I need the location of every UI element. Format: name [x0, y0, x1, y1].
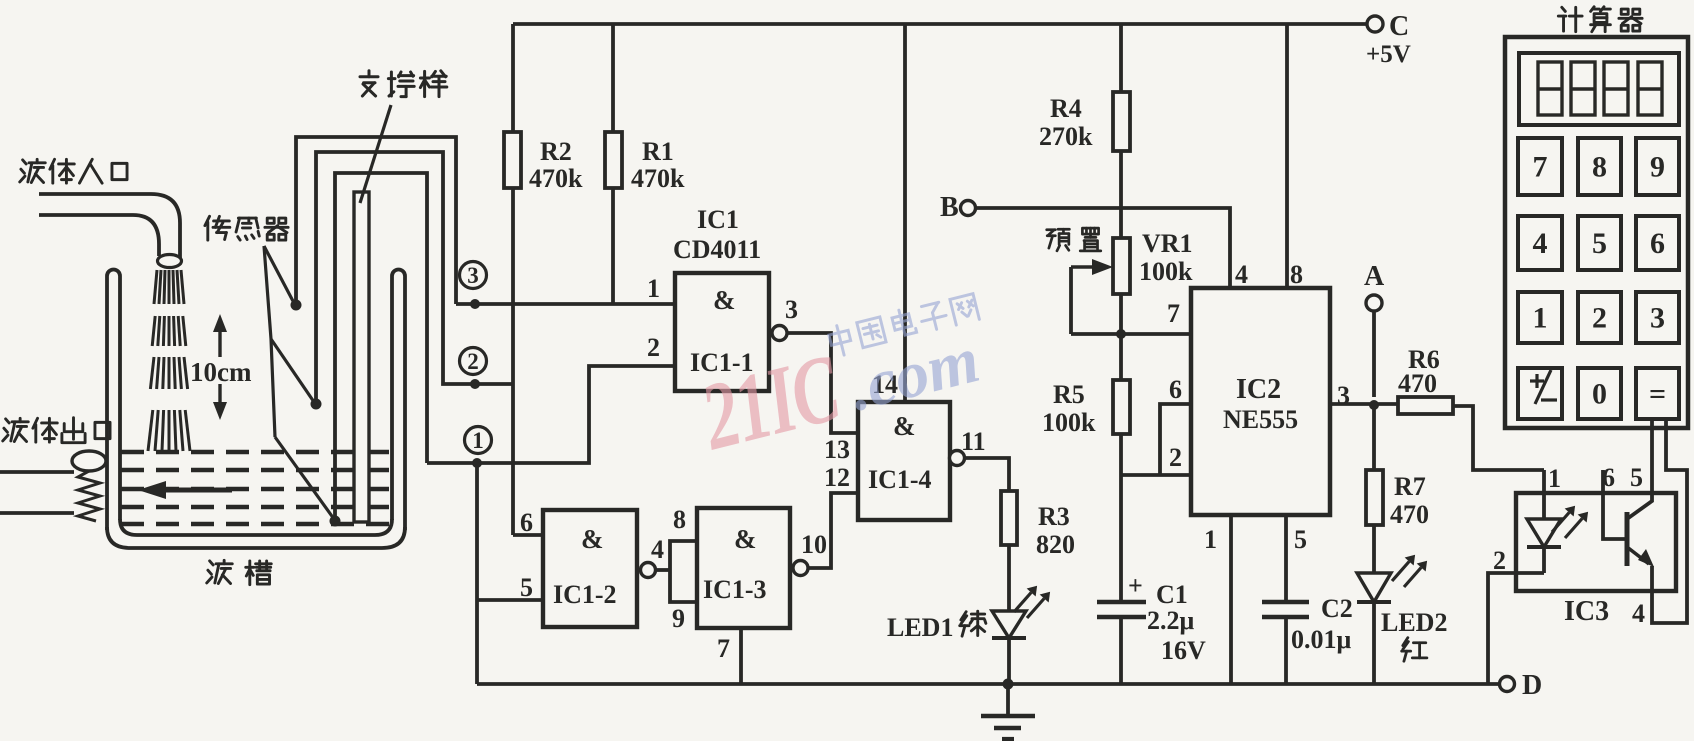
svg-text:2: 2	[1169, 443, 1182, 472]
svg-text:470k: 470k	[529, 164, 583, 193]
svg-text:100k: 100k	[1042, 408, 1096, 437]
svg-text:IC3: IC3	[1564, 596, 1609, 627]
svg-text:R1: R1	[642, 137, 674, 166]
svg-text:CD4011: CD4011	[673, 235, 761, 264]
svg-text:C1: C1	[1156, 580, 1188, 609]
svg-text:14: 14	[872, 370, 898, 399]
svg-text:6: 6	[1650, 227, 1665, 260]
svg-text:+: +	[1128, 571, 1143, 600]
svg-text:7: 7	[1167, 299, 1180, 328]
svg-text:R6: R6	[1408, 345, 1440, 374]
svg-text:13: 13	[824, 435, 850, 464]
svg-text:5: 5	[1294, 525, 1307, 554]
svg-text:IC1-2: IC1-2	[553, 580, 617, 609]
svg-text:D: D	[1522, 670, 1542, 701]
svg-text:&: &	[893, 411, 916, 441]
svg-text:C2: C2	[1321, 594, 1353, 623]
svg-text:8: 8	[1592, 151, 1607, 184]
svg-text:B: B	[940, 192, 959, 223]
svg-text:1: 1	[1204, 525, 1217, 554]
svg-text:=: =	[1649, 378, 1666, 411]
svg-text:1: 1	[1548, 464, 1561, 493]
svg-text:LED1: LED1	[887, 613, 953, 642]
svg-text:100k: 100k	[1139, 257, 1193, 286]
svg-text:VR1: VR1	[1142, 229, 1193, 258]
svg-text:2: 2	[1493, 546, 1506, 575]
svg-text:R4: R4	[1050, 94, 1082, 123]
svg-text:4: 4	[651, 535, 664, 564]
svg-text:A: A	[1364, 261, 1385, 292]
svg-text:10: 10	[801, 530, 827, 559]
svg-text:2: 2	[1592, 302, 1607, 335]
svg-text:470k: 470k	[631, 164, 685, 193]
svg-text:6: 6	[520, 508, 533, 537]
svg-text:9: 9	[672, 604, 685, 633]
svg-text:IC1-1: IC1-1	[690, 348, 754, 377]
svg-text:9: 9	[1650, 151, 1665, 184]
svg-text:820: 820	[1036, 530, 1075, 559]
svg-text:R7: R7	[1394, 472, 1426, 501]
svg-text:3: 3	[1650, 302, 1665, 335]
svg-text:470: 470	[1390, 500, 1429, 529]
svg-text:3: 3	[467, 263, 479, 288]
svg-text:4: 4	[1235, 260, 1248, 289]
svg-text:R5: R5	[1053, 380, 1085, 409]
svg-text:R3: R3	[1038, 502, 1070, 531]
svg-text:2: 2	[647, 333, 660, 362]
svg-text:IC1-4: IC1-4	[868, 465, 932, 494]
svg-text:8: 8	[1290, 260, 1303, 289]
svg-text:0: 0	[1592, 378, 1607, 411]
svg-text:&: &	[581, 524, 604, 554]
svg-text:7: 7	[717, 634, 730, 663]
svg-text:LED2: LED2	[1381, 608, 1447, 637]
svg-text:IC2: IC2	[1236, 374, 1281, 405]
svg-text:R2: R2	[540, 137, 572, 166]
svg-text:12: 12	[824, 463, 850, 492]
svg-text:0.01μ: 0.01μ	[1291, 625, 1352, 654]
svg-text:3: 3	[785, 295, 798, 324]
svg-text:7: 7	[1533, 151, 1548, 184]
svg-text:2: 2	[467, 349, 479, 374]
svg-text:6: 6	[1169, 375, 1182, 404]
svg-text:4: 4	[1533, 227, 1548, 260]
svg-text:IC1: IC1	[697, 205, 739, 234]
svg-text:270k: 270k	[1039, 122, 1093, 151]
svg-text:470: 470	[1398, 369, 1437, 398]
svg-text:IC1-3: IC1-3	[703, 575, 767, 604]
svg-text:2.2μ: 2.2μ	[1147, 606, 1195, 635]
svg-text:C: C	[1389, 11, 1409, 42]
svg-text:8: 8	[673, 505, 686, 534]
svg-text:5: 5	[520, 573, 533, 602]
svg-text:16V: 16V	[1161, 636, 1206, 665]
svg-text:5: 5	[1592, 227, 1607, 260]
svg-text:&: &	[713, 285, 736, 315]
svg-text:11: 11	[961, 427, 986, 456]
svg-text:1: 1	[472, 428, 484, 453]
svg-text:1: 1	[1533, 302, 1548, 335]
svg-text:6: 6	[1602, 463, 1615, 492]
svg-text:10cm: 10cm	[190, 357, 252, 387]
svg-text:&: &	[734, 524, 757, 554]
svg-text:+5V: +5V	[1366, 41, 1411, 68]
svg-text:4: 4	[1632, 599, 1645, 628]
svg-text:5: 5	[1630, 463, 1643, 492]
svg-text:NE555: NE555	[1223, 405, 1298, 434]
svg-text:1: 1	[647, 274, 660, 303]
